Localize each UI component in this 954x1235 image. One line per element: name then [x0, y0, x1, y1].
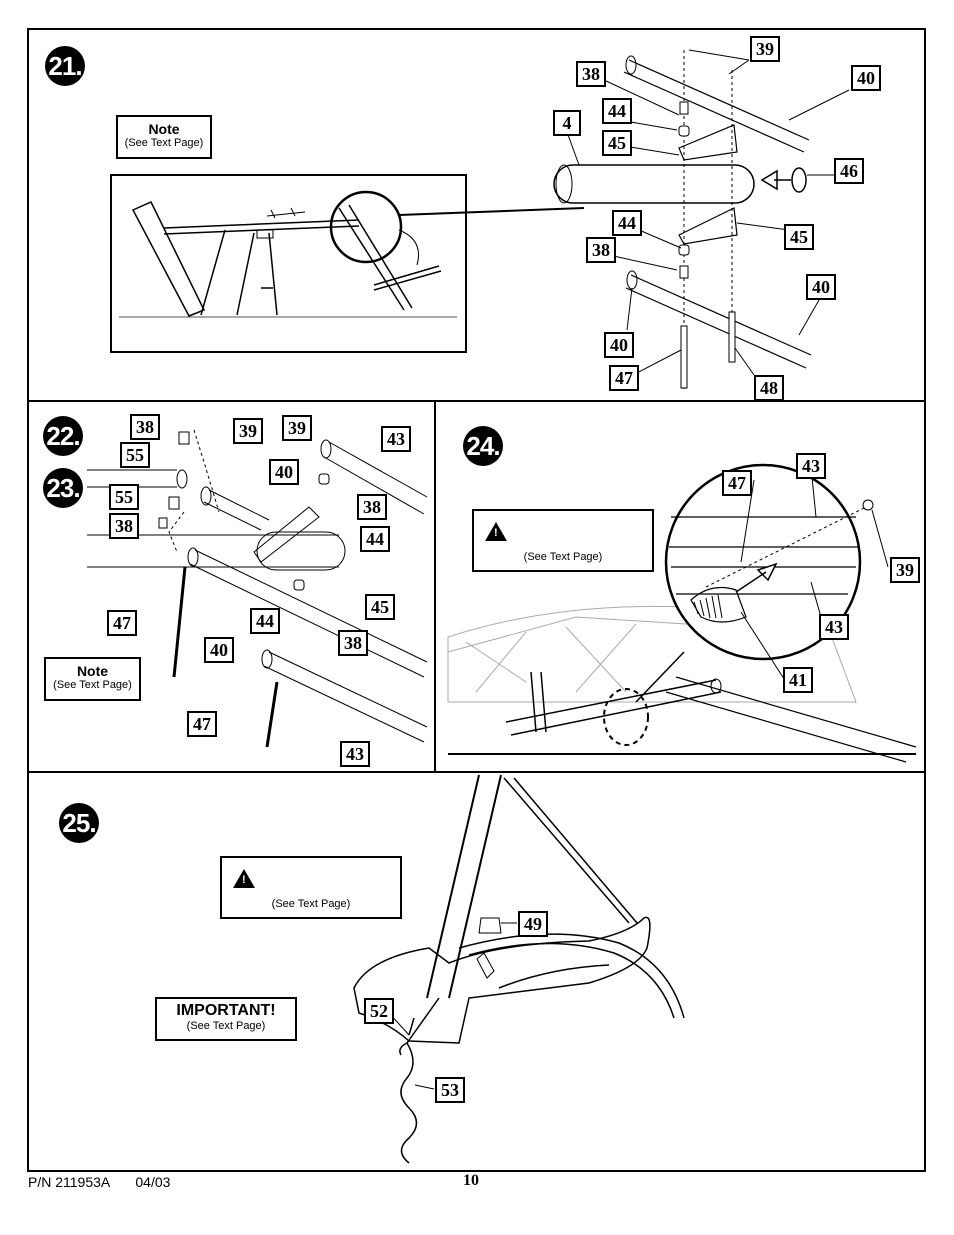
- callout-40: 40: [851, 65, 881, 91]
- callout-55: 55: [120, 442, 150, 468]
- step-22-number: 22.: [43, 416, 83, 456]
- callout-55: 55: [109, 484, 139, 510]
- important-box: IMPORTANT! (See Text Page): [155, 997, 297, 1041]
- callout-39: 39: [750, 36, 780, 62]
- note-title: Note: [76, 663, 109, 679]
- callout-47: 47: [609, 365, 639, 391]
- callout-44: 44: [360, 526, 390, 552]
- callout-53: 53: [435, 1077, 465, 1103]
- callout-38: 38: [576, 61, 606, 87]
- step-25-panel: 25. ! (See Text Page) IMPORTANT! (See Te…: [27, 771, 926, 1172]
- step-25-number: 25.: [59, 803, 99, 843]
- warning-icon: [233, 869, 255, 888]
- callout-45: 45: [602, 130, 632, 156]
- callout-4: 4: [553, 110, 581, 136]
- callout-49: 49: [518, 911, 548, 937]
- step-24-number: 24.: [463, 426, 503, 466]
- callout-44: 44: [612, 210, 642, 236]
- step-22-illustration: [87, 429, 428, 748]
- callout-41: 41: [783, 667, 813, 693]
- callout-47: 47: [107, 610, 137, 636]
- callout-38: 38: [109, 513, 139, 539]
- callout-45: 45: [365, 594, 395, 620]
- step-22-23-panel: 22. 23. Note (See Text Page) 38 55: [27, 400, 436, 773]
- warning-subtext: (See Text Page): [271, 898, 351, 910]
- note-subtext: (See Text Page): [124, 137, 204, 149]
- step-24-panel: 24. ! (See Text Page) 43 47: [434, 400, 926, 773]
- note-subtext: (See Text Page): [53, 679, 132, 691]
- part-number: P/N 211953A: [28, 1174, 110, 1190]
- callout-39: 39: [890, 557, 920, 583]
- step-25-illustration: [353, 774, 685, 1164]
- callout-39: 39: [233, 418, 263, 444]
- callout-47: 47: [187, 711, 217, 737]
- important-title: IMPORTANT!: [176, 1002, 276, 1019]
- callout-38: 38: [357, 494, 387, 520]
- callout-47: 47: [722, 470, 752, 496]
- print-date: 04/03: [135, 1174, 171, 1190]
- callout-43: 43: [796, 453, 826, 479]
- callout-43: 43: [340, 741, 370, 767]
- callout-38: 38: [338, 630, 368, 656]
- callout-43: 43: [381, 426, 411, 452]
- step-21-number: 21.: [45, 46, 85, 86]
- callout-38: 38: [130, 414, 160, 440]
- note-box-21: Note (See Text Page): [116, 115, 212, 159]
- warning-subtext: (See Text Page): [523, 551, 603, 563]
- note-box-22: Note (See Text Page): [44, 657, 141, 701]
- callout-46: 46: [834, 158, 864, 184]
- warning-exclamation: !: [242, 874, 246, 886]
- page-number: 10: [463, 1172, 479, 1189]
- warning-icon: [485, 522, 507, 541]
- callout-40: 40: [806, 274, 836, 300]
- step-24-illustration: [447, 463, 917, 763]
- step-21-illustration: [110, 49, 850, 390]
- callout-43: 43: [819, 614, 849, 640]
- step-23-number: 23.: [43, 468, 83, 508]
- callout-48: 48: [754, 375, 784, 401]
- callout-39: 39: [282, 415, 312, 441]
- callout-44: 44: [602, 98, 632, 124]
- callout-40: 40: [204, 637, 234, 663]
- warning-box-24: ! (See Text Page): [472, 509, 654, 572]
- warning-exclamation: !: [494, 527, 498, 539]
- footer-part-number: P/N 211953A 04/03: [28, 1174, 170, 1190]
- important-subtext: (See Text Page): [186, 1020, 266, 1032]
- warning-box-25: ! (See Text Page): [220, 856, 402, 919]
- callout-45: 45: [784, 224, 814, 250]
- callout-38: 38: [586, 237, 616, 263]
- callout-44: 44: [250, 608, 280, 634]
- callout-40: 40: [604, 332, 634, 358]
- callout-40: 40: [269, 459, 299, 485]
- callout-52: 52: [364, 998, 394, 1024]
- step-21-panel: 21. Note (See Text Page): [27, 28, 926, 402]
- note-title: Note: [148, 121, 180, 137]
